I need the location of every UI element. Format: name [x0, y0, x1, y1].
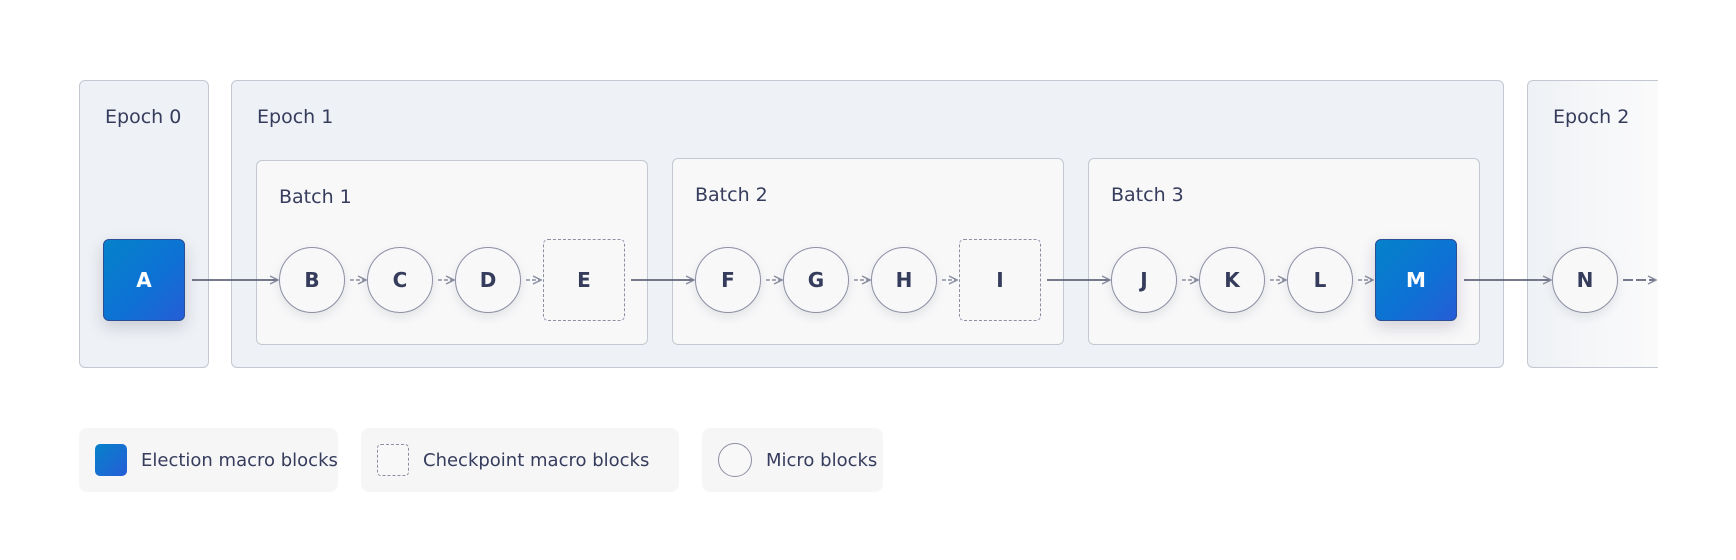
- block-d: D: [455, 247, 521, 313]
- block-l: L: [1287, 247, 1353, 313]
- block-label: N: [1576, 268, 1594, 292]
- checkpoint-block-icon: [377, 444, 409, 476]
- block-label: G: [807, 268, 825, 292]
- block-g: G: [783, 247, 849, 313]
- block-k: K: [1199, 247, 1265, 313]
- block-label: L: [1313, 268, 1327, 292]
- block-label: J: [1140, 268, 1148, 292]
- epoch-label: Epoch 0: [105, 106, 182, 128]
- batch-label: Batch 2: [695, 184, 768, 206]
- block-label: C: [392, 268, 408, 292]
- block-h: H: [871, 247, 937, 313]
- legend-label: Micro blocks: [766, 449, 878, 471]
- legend-label: Checkpoint macro blocks: [423, 449, 650, 471]
- block-a: A: [103, 239, 185, 321]
- block-b: B: [279, 247, 345, 313]
- block-c: C: [367, 247, 433, 313]
- block-label: D: [479, 268, 497, 292]
- block-label: B: [304, 268, 320, 292]
- block-label: K: [1224, 268, 1240, 292]
- block-m: M: [1375, 239, 1457, 321]
- batch-label: Batch 3: [1111, 184, 1184, 206]
- block-n: N: [1552, 247, 1618, 313]
- block-f: F: [695, 247, 761, 313]
- block-i: I: [959, 239, 1041, 321]
- block-label: I: [996, 268, 1004, 292]
- block-label: E: [577, 268, 591, 292]
- block-label: A: [136, 268, 152, 292]
- block-label: H: [895, 268, 913, 292]
- election-block-icon: [95, 444, 127, 476]
- legend-label: Election macro blocks: [141, 449, 338, 471]
- legend-checkpoint: Checkpoint macro blocks: [361, 428, 679, 492]
- epoch-0: Epoch 0: [79, 80, 209, 368]
- micro-block-icon: [718, 443, 752, 477]
- legend-election: Election macro blocks: [79, 428, 338, 492]
- block-label: F: [721, 268, 735, 292]
- block-e: E: [543, 239, 625, 321]
- batch-label: Batch 1: [279, 186, 352, 208]
- epoch-label: Epoch 1: [257, 106, 334, 128]
- legend-micro: Micro blocks: [702, 428, 883, 492]
- block-j: J: [1111, 247, 1177, 313]
- epoch-2: Epoch 2: [1527, 80, 1658, 368]
- epoch-label: Epoch 2: [1553, 106, 1630, 128]
- block-label: M: [1406, 268, 1426, 292]
